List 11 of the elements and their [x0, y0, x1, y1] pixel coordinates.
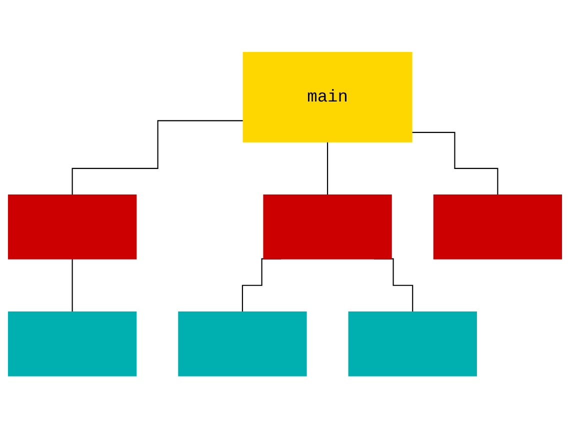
- node-box: [8, 311, 137, 376]
- connector: [72, 120, 244, 196]
- connector: [412, 132, 498, 196]
- node-box: [348, 311, 477, 376]
- connector: [72, 258, 73, 312]
- node-box: [263, 194, 392, 260]
- node-box: [178, 311, 307, 376]
- node-box: [8, 194, 137, 260]
- connector: [327, 141, 328, 196]
- node-box: main: [242, 52, 412, 142]
- node-box: [433, 194, 562, 260]
